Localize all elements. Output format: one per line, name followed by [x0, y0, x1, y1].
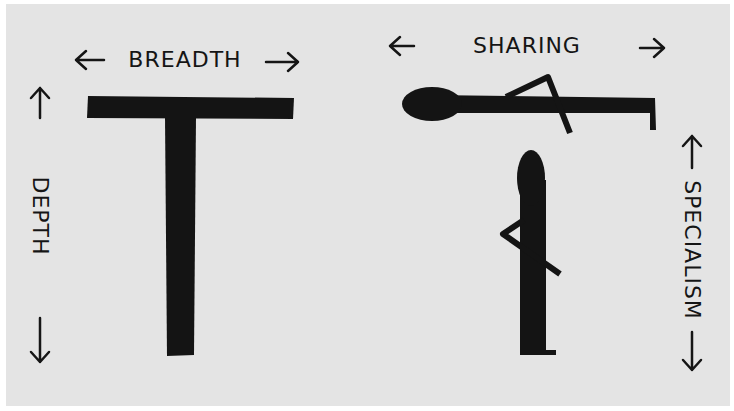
arrow-right — [640, 39, 664, 57]
axis-label: BREADTH — [128, 49, 241, 71]
axis-label: DEPTH — [29, 176, 51, 255]
arrow-up — [31, 88, 49, 118]
t-shape — [87, 96, 294, 356]
standing-figure — [503, 150, 560, 355]
axis-label: SPECIALISM — [681, 180, 703, 320]
arrow-right — [266, 53, 298, 71]
arrow-up — [683, 136, 701, 168]
arrow-left — [390, 37, 414, 55]
arrow-down — [31, 318, 49, 362]
arrow-down — [683, 332, 701, 370]
paper-ground — [6, 4, 730, 406]
axis-label: SHARING — [473, 35, 581, 57]
lying-figure — [402, 77, 656, 133]
arrow-left — [76, 51, 104, 69]
